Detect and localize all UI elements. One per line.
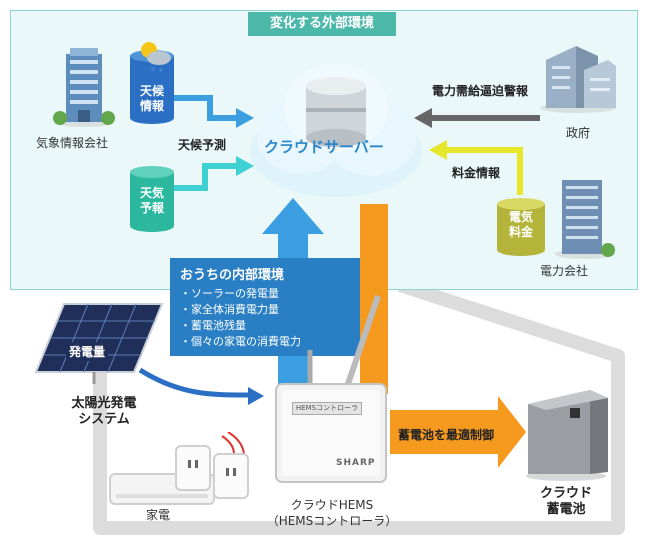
weather-info-arrow [172,95,238,121]
weather-forecast-arrow [172,163,238,191]
weather-company-label: 気象情報会社 [36,136,109,150]
hems-panel-label: HEMSコントローラ [292,402,362,415]
battery-control-arrow-shaft [390,410,500,454]
weather-forecast-arrow-label: 天候予測 [178,138,227,152]
government-label: 政府 [566,126,591,140]
internal-item: ・ソーラーの発電量 [180,287,279,300]
hems-caption-line2: （HEMSコントローラ） [266,514,398,528]
cloud-server-icon [250,64,422,197]
cloud-server-label: クラウドサーバー [264,138,384,156]
data-upload-arrowhead [262,198,324,234]
internal-item: ・個々の家電の消費電力 [180,335,301,348]
government-building-icon [540,46,616,113]
internal-item: ・蓄電池残量 [180,319,246,332]
solar-system-label-line2: システム [78,412,130,427]
price-info-label: 料金情報 [452,166,501,180]
external-environment-title: 変化する外部環境 [248,12,396,36]
gov-warning-arrowhead [414,108,432,128]
battery-label-line2: 蓄電池 [546,502,586,517]
internal-environment-title: おうちの内部環境 [180,268,285,283]
power-company-building-icon [555,180,615,259]
weather-forecast-cylinder-label: 天気 予報 [139,186,164,215]
weather-info-cylinder-label: 天候 情報 [139,84,164,113]
hems-brand-logo: SHARP [336,458,376,468]
appliance-label: 家電 [146,508,171,522]
price-cylinder-icon [497,198,545,256]
generation-arrowhead [248,387,264,405]
battery-control-label: 蓄電池を最適制御 [398,428,495,442]
weather-forecast-arrowhead [236,156,254,176]
solar-system-label-line1: 太陽光発電 [71,396,137,411]
price-info-arrowhead [429,140,447,160]
solar-panel-icon [34,303,164,384]
generation-arrow [138,367,251,398]
weather-company-building-icon [53,48,115,127]
internal-environment-box: おうちの内部環境 ・ソーラーの発電量 ・家全体消費電力量 ・蓄電池残量 ・個々の… [170,258,360,356]
generation-label: 発電量 [66,342,109,361]
sun-cloud-rain-icon [141,42,171,72]
hems-caption-line1: クラウドHEMS [290,498,374,512]
price-cylinder-label: 電気 料金 [508,210,533,239]
price-info-arrow [445,147,523,195]
smart-plug-icon [175,432,249,499]
weather-forecast-cylinder-icon [130,166,174,232]
internal-item: ・家全体消費電力量 [180,303,279,316]
battery-control-arrowhead [498,396,526,468]
weather-info-arrowhead [236,108,254,128]
battery-label-line1: クラウド [539,486,592,501]
cloud-battery-icon [526,390,608,481]
gov-warning-label: 電力需給逼迫警報 [432,84,529,98]
power-company-label: 電力会社 [540,264,589,278]
